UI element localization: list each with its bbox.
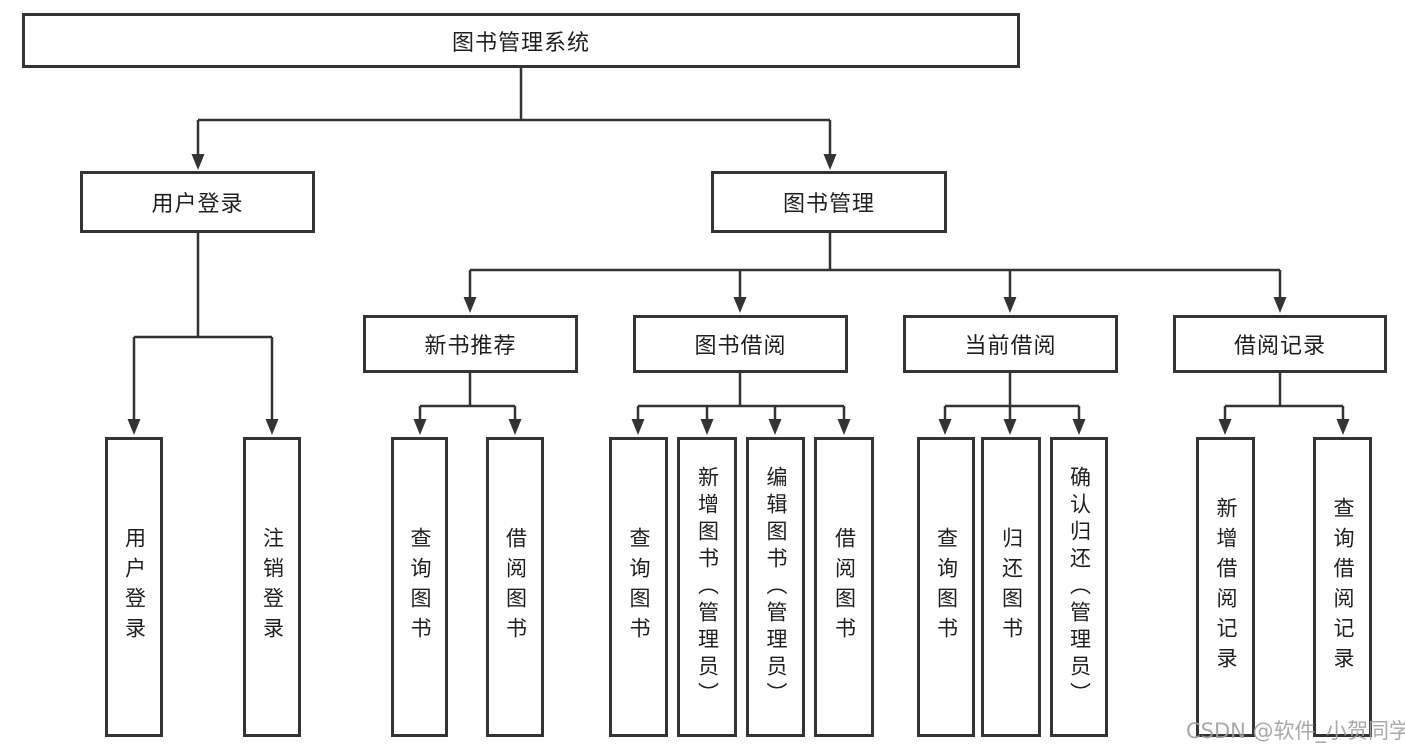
node-current-borrow: 当前借阅 — [903, 315, 1118, 373]
connector-borrowrecord-to-leaves — [1223, 373, 1345, 424]
arrowhead — [1218, 419, 1232, 435]
arrowhead — [508, 419, 522, 435]
arrowhead — [837, 419, 851, 435]
leaf-newbook-query-label: 查询图书 — [408, 527, 432, 647]
node-user-login: 用户登录 — [80, 171, 315, 233]
node-current-borrow-label: 当前借阅 — [964, 334, 1057, 359]
leaf-borrow-add-admin-label: 新增图书（管理员） — [695, 465, 720, 709]
leaf-logout-label: 注销登录 — [260, 527, 285, 647]
arrowhead — [1003, 297, 1017, 313]
leaf-borrow-add-admin: 新增图书（管理员） — [677, 437, 737, 737]
node-new-book-recommend-label: 新书推荐 — [424, 334, 517, 359]
arrowhead — [413, 419, 427, 435]
arrowhead — [768, 419, 782, 435]
leaf-current-confirm-admin: 确认归还（管理员） — [1050, 437, 1108, 737]
connector-bookmgmt-to-level3 — [468, 233, 1282, 302]
leaf-newbook-borrow: 借阅图书 — [486, 437, 544, 737]
node-book-borrow-label: 图书借阅 — [694, 334, 787, 359]
arrowhead — [733, 297, 747, 313]
node-book-management-label: 图书管理 — [782, 192, 875, 217]
leaf-record-query-label: 查询借阅记录 — [1331, 497, 1355, 677]
node-book-management: 图书管理 — [711, 171, 947, 233]
leaf-user-login-label: 用户登录 — [122, 527, 147, 647]
leaf-current-query-label: 查询图书 — [934, 527, 959, 647]
arrowhead — [1336, 419, 1350, 435]
node-borrow-record-label: 借阅记录 — [1233, 334, 1326, 359]
arrowhead — [1003, 419, 1017, 435]
leaf-current-query: 查询图书 — [917, 437, 975, 737]
leaf-newbook-query: 查询图书 — [391, 437, 448, 737]
arrowhead — [1072, 419, 1086, 435]
arrowheads — [127, 154, 1350, 435]
connector-root-to-level2 — [196, 68, 832, 158]
leaf-borrow-query-label: 查询图书 — [627, 527, 651, 647]
node-user-login-label: 用户登录 — [151, 192, 244, 217]
leaf-borrow-edit-admin: 编辑图书（管理员） — [746, 437, 805, 737]
connector-currentborrow-to-leaves — [943, 373, 1081, 424]
leaf-current-confirm-admin-label: 确认归还（管理员） — [1067, 465, 1092, 709]
connector-userlogin-to-leaves — [132, 233, 274, 424]
arrowhead — [127, 419, 141, 435]
node-root-label: 图书管理系统 — [451, 30, 590, 56]
arrowhead — [823, 154, 837, 170]
leaf-newbook-borrow-label: 借阅图书 — [503, 527, 528, 647]
leaf-record-add: 新增借阅记录 — [1196, 437, 1255, 737]
leaf-borrow-query: 查询图书 — [609, 437, 668, 737]
leaf-logout: 注销登录 — [243, 437, 301, 737]
leaf-current-return-label: 归还图书 — [999, 527, 1024, 647]
node-root-system: 图书管理系统 — [22, 13, 1020, 68]
leaf-current-return: 归还图书 — [981, 437, 1041, 737]
arrowhead — [463, 297, 477, 313]
connector-bookborrow-to-leaves — [636, 373, 846, 424]
arrowhead — [1273, 297, 1287, 313]
arrowhead — [631, 419, 645, 435]
leaf-borrow-edit-admin-label: 编辑图书（管理员） — [764, 465, 788, 709]
leaf-record-query: 查询借阅记录 — [1313, 437, 1372, 737]
connector-lines — [132, 68, 1345, 424]
leaf-borrow-book-label: 借阅图书 — [832, 527, 857, 647]
node-new-book-recommend: 新书推荐 — [363, 315, 578, 373]
leaf-record-add-label: 新增借阅记录 — [1214, 497, 1238, 677]
arrowhead — [938, 419, 952, 435]
connector-newbook-to-leaves — [418, 373, 517, 424]
node-book-borrow: 图书借阅 — [633, 315, 848, 373]
arrowhead — [191, 154, 205, 170]
arrowhead — [265, 419, 279, 435]
node-borrow-record: 借阅记录 — [1173, 315, 1387, 373]
csdn-watermark: CSDN @软件_小贺同学 — [1186, 719, 1405, 743]
arrowhead — [700, 419, 714, 435]
leaf-user-login: 用户登录 — [105, 437, 163, 737]
leaf-borrow-book: 借阅图书 — [814, 437, 874, 737]
